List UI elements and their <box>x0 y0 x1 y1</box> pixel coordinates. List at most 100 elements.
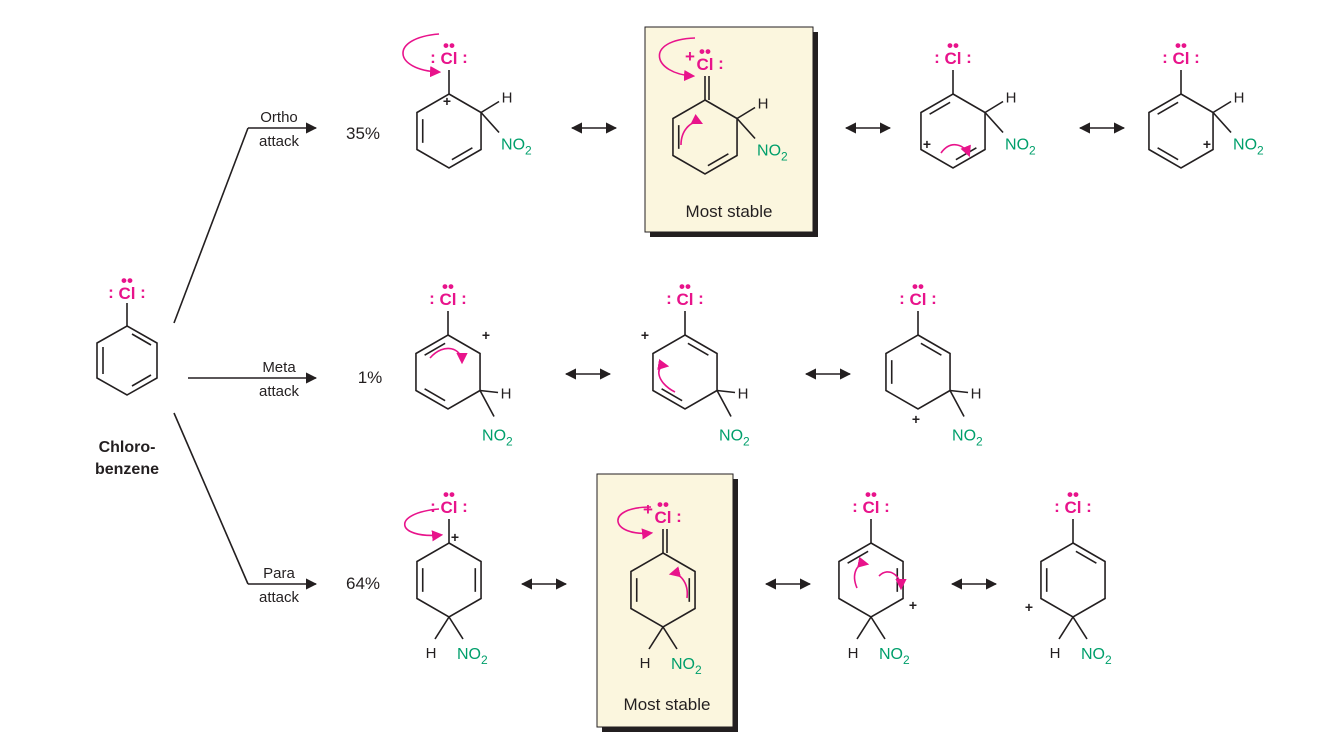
svg-text::: : <box>1086 497 1092 516</box>
svg-text::: : <box>966 48 972 67</box>
lone-pair-dots: •• <box>1067 485 1079 504</box>
nitro-group: NO2 <box>952 428 983 449</box>
svg-text::: : <box>934 48 940 67</box>
cl-label: Cl <box>440 290 457 309</box>
curved-arrow-icon <box>657 359 676 393</box>
path-label-para: Para attack 64% <box>259 565 380 606</box>
lone-pair-dots: •• <box>912 277 924 296</box>
positive-charge: + <box>451 529 459 545</box>
nitro-group: NO2 <box>501 137 532 158</box>
svg-text::: : <box>931 289 937 308</box>
lone-pair-dots: •• <box>443 485 455 504</box>
svg-text::: : <box>108 283 114 302</box>
cl-label: Cl <box>441 498 458 517</box>
path-label-ortho: Ortho attack 35% <box>259 109 380 150</box>
lone-pair-dots: •• <box>699 42 711 61</box>
hydrogen-atom: H <box>848 645 859 662</box>
chlorine-atom: Cl••+: <box>643 495 682 527</box>
yield-meta: 1% <box>358 368 383 387</box>
resonance-arrows <box>520 122 1126 590</box>
most-stable-label: Most stable <box>686 202 773 221</box>
cl-label: Cl <box>1065 498 1082 517</box>
cl-label: Cl <box>945 49 962 68</box>
curved-arrow-icon <box>680 113 704 146</box>
para-structure-4: Cl••::H NO2 + <box>1025 485 1112 667</box>
curved-arrow-icon <box>668 566 689 599</box>
path-label-meta: Meta attack 1% <box>259 359 382 400</box>
lone-pair-dots: •• <box>865 485 877 504</box>
chlorine-atom: Cl••:: <box>666 277 704 309</box>
positive-charge: + <box>1025 599 1033 615</box>
lone-pair-dots: •• <box>442 277 454 296</box>
hydrogen-atom: H <box>501 386 512 403</box>
hydrogen-atom: H <box>502 90 513 107</box>
lone-pair-dots: •• <box>947 36 959 55</box>
svg-text::: : <box>430 48 436 67</box>
svg-text::: : <box>430 497 436 516</box>
lone-pair-dots: •• <box>1175 36 1187 55</box>
cl-label: Cl <box>677 290 694 309</box>
cl-label: Cl <box>655 508 672 527</box>
cl-label: Cl <box>1173 49 1190 68</box>
positive-charge: + <box>643 500 653 519</box>
resonance-structures: Cl••::HNO2+Cl••+:HNO2Cl••::HNO2+Cl••::HN… <box>402 33 1264 677</box>
hydrogen-atom: H <box>738 386 749 403</box>
chlorine-atom: Cl••:: <box>430 36 468 68</box>
curved-arrow-icon <box>940 144 971 158</box>
most-stable-label: Most stable <box>624 695 711 714</box>
curved-arrow-icon <box>853 556 870 589</box>
curved-arrow-icon <box>658 37 696 82</box>
svg-text::: : <box>899 289 905 308</box>
chlorine-atom: Cl••:: <box>899 277 937 309</box>
nitro-group: NO2 <box>1081 646 1112 667</box>
lone-pair-dots: •• <box>679 277 691 296</box>
hydrogen-atom: H <box>1006 90 1017 107</box>
reaction-branches <box>173 122 318 590</box>
reactant-name-line2: benzene <box>95 461 159 478</box>
positive-charge: + <box>685 47 695 66</box>
svg-text:Para: Para <box>263 565 295 582</box>
svg-text::: : <box>1194 48 1200 67</box>
chlorine-atom: Cl••:: <box>430 485 468 517</box>
svg-text:attack: attack <box>259 589 300 606</box>
svg-text::: : <box>1162 48 1168 67</box>
nitro-group: NO2 <box>457 646 488 667</box>
hydrogen-atom: H <box>1234 90 1245 107</box>
cl-label: Cl <box>697 55 714 74</box>
svg-text::: : <box>461 289 467 308</box>
curved-arrow-icon <box>404 508 444 542</box>
svg-text::: : <box>462 48 468 67</box>
hydrogen-atom: H <box>971 386 982 403</box>
curved-arrow-icon <box>617 506 654 540</box>
svg-text::: : <box>429 289 435 308</box>
hydrogen-atom: H <box>1050 645 1061 662</box>
positive-charge: + <box>443 93 451 109</box>
cl-label: Cl <box>441 49 458 68</box>
nitro-group: NO2 <box>482 428 513 449</box>
most-stable-box-para: Most stable <box>596 473 738 732</box>
nitro-group: NO2 <box>719 428 750 449</box>
nitro-group: NO2 <box>1005 137 1036 158</box>
chlorine-atom: Cl •• : : <box>108 271 146 303</box>
svg-text::: : <box>1054 497 1060 516</box>
chlorine-atom: Cl••+: <box>685 42 724 74</box>
nitro-group: NO2 <box>1233 137 1264 158</box>
positive-charge: + <box>912 411 920 427</box>
positive-charge: + <box>909 597 917 613</box>
svg-text::: : <box>462 497 468 516</box>
chlorine-atom: Cl••:: <box>934 36 972 68</box>
svg-text:••: •• <box>121 271 133 290</box>
lone-pair-dots: •• <box>657 495 669 514</box>
svg-text:attack: attack <box>259 383 300 400</box>
svg-text:Meta: Meta <box>262 359 296 376</box>
chlorine-atom: Cl••:: <box>852 485 890 517</box>
